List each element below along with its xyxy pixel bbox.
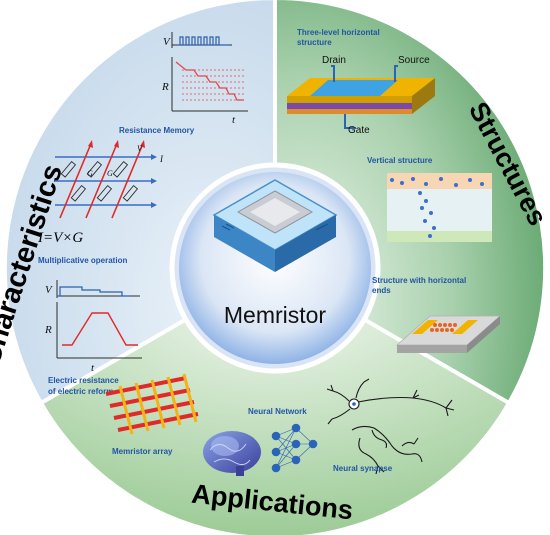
crossbar-g-label-1: G	[87, 169, 93, 178]
memristor-array-label: Memristor array	[112, 447, 173, 456]
vertical-structure	[387, 173, 492, 242]
three-level-label-line1: Three-level horizontal	[297, 28, 380, 37]
formula: I=V×G	[37, 230, 83, 246]
reform-axis-t-label: t	[91, 362, 95, 374]
applications-sector	[38, 265, 512, 535]
crossbar-g-label-2: G	[107, 169, 113, 178]
reform-axis-r-label: R	[44, 324, 52, 336]
reform-label-line2: of electric reform	[48, 387, 113, 396]
axis-t-label: t	[232, 114, 236, 126]
axis-v-label: V	[163, 36, 171, 48]
drain-label: Drain	[322, 55, 346, 66]
horiz-ends-label-line2: ends	[372, 286, 391, 295]
neuron-illustration	[326, 378, 455, 475]
resistance-memory-label: Resistance Memory	[119, 126, 195, 135]
horiz-ends-label-line1: Structure with horizontal	[372, 276, 466, 285]
crossbar-multiplication: V I G G	[55, 140, 164, 219]
gate-label: Gate	[348, 125, 370, 136]
memristor-chip-icon	[212, 179, 338, 272]
reform-axis-v-label: V	[45, 284, 53, 296]
three-level-structure	[287, 65, 435, 129]
center-title: Memristor	[224, 302, 327, 328]
reform-label-line1: Electric resistance	[48, 376, 119, 385]
neural-network-label: Neural Network	[248, 407, 307, 416]
three-level-label-line2: structure	[297, 38, 332, 47]
resistance-reform-plot: V R t	[44, 280, 142, 374]
neural-synapse-label: Neural synapse	[333, 464, 393, 473]
brain-icon	[203, 431, 261, 476]
axis-r-label: R	[161, 81, 169, 93]
crossbar-i-label: I	[159, 154, 164, 164]
multiplicative-label: Multiplicative operation	[38, 256, 127, 265]
resistance-memory-plot: V R t	[161, 32, 248, 126]
vertical-structure-label: Vertical structure	[367, 156, 433, 165]
memristor-array-illustration	[105, 373, 199, 435]
neural-network-icon	[271, 423, 318, 473]
horizontal-ends-structure	[395, 315, 502, 353]
source-label: Source	[398, 55, 430, 66]
crossbar-v-label: V	[137, 144, 143, 153]
